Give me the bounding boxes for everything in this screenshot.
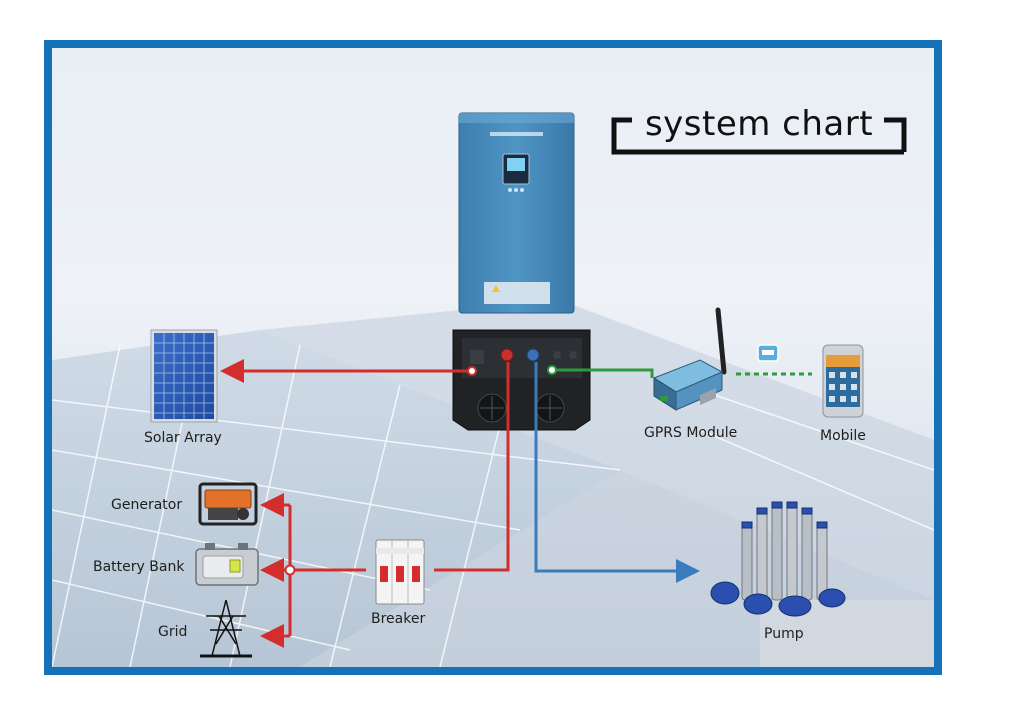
gprs-module-icon	[652, 307, 727, 411]
label-breaker: Breaker	[371, 611, 426, 627]
label-gprs-module: GPRS Module	[644, 425, 738, 441]
pump-icon	[710, 501, 846, 617]
label-pump: Pump	[764, 626, 804, 642]
label-battery-bank: Battery Bank	[93, 559, 185, 575]
inverter-unit	[458, 112, 575, 314]
line-inverter-breaker	[434, 362, 510, 572]
connection-lines	[220, 359, 812, 648]
title-bracket	[611, 117, 907, 155]
breaker-icon	[375, 539, 425, 605]
solar-array-icon	[150, 329, 218, 423]
inverter-terminal-box	[452, 329, 591, 431]
solar-terminal-node	[467, 366, 477, 376]
label-mobile: Mobile	[820, 428, 866, 444]
mobile-phone-icon	[822, 344, 864, 418]
label-generator: Generator	[111, 497, 183, 513]
generator-icon	[198, 482, 258, 526]
line-inverter-gprs	[552, 368, 654, 378]
grid-tower-icon	[200, 599, 252, 658]
label-solar-array: Solar Array	[144, 430, 222, 446]
gprs-terminal-node	[547, 365, 557, 375]
label-grid: Grid	[158, 624, 188, 640]
message-icon	[757, 344, 779, 362]
title-box: system chart	[614, 104, 904, 154]
page-title: system chart	[644, 104, 874, 144]
battery-bank-icon	[195, 543, 259, 586]
line-inverter-pump	[534, 362, 700, 583]
junction-node	[284, 564, 296, 576]
